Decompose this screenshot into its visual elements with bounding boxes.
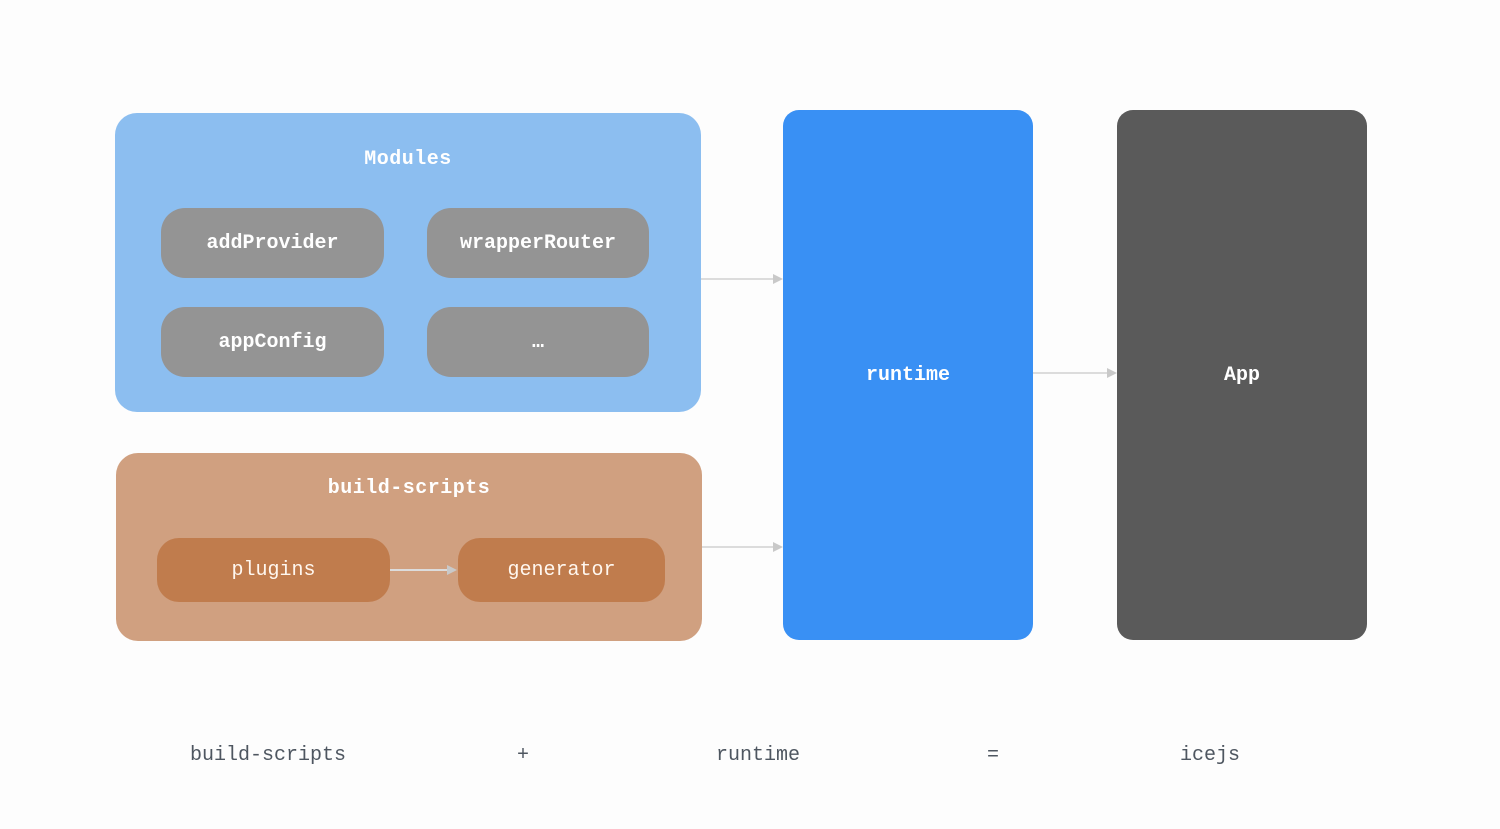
arrow-head-icon <box>447 565 457 575</box>
modules-group-box: Modules addProvider wrapperRouter appCon… <box>115 113 701 412</box>
arrow-head-icon <box>773 274 783 284</box>
equation-operator-equals: = <box>986 744 1000 767</box>
arrow-head-icon <box>773 542 783 552</box>
module-item-appconfig: appConfig <box>161 307 384 377</box>
module-item-wrapperrouter: wrapperRouter <box>427 208 649 278</box>
runtime-box: runtime <box>783 110 1033 640</box>
arrow-runtime-to-app-icon <box>1033 367 1117 379</box>
arrow-shaft <box>390 569 447 571</box>
arrow-shaft <box>1033 372 1107 374</box>
arrow-shaft <box>701 278 773 280</box>
equation-term-build-scripts: build-scripts <box>189 744 347 767</box>
build-scripts-group-box: build-scripts plugins generator <box>116 453 702 641</box>
runtime-box-label: runtime <box>865 363 950 387</box>
arrow-modules-to-runtime-icon <box>701 273 783 285</box>
equation-term-runtime: runtime <box>715 744 801 767</box>
generator-box: generator <box>458 538 665 602</box>
module-item-ellipsis: … <box>427 307 649 377</box>
arrow-plugins-to-generator-icon <box>390 564 457 576</box>
equation-operator-plus: + <box>516 744 530 767</box>
app-box-label: App <box>1223 363 1260 387</box>
arrow-head-icon <box>1107 368 1117 378</box>
module-item-addprovider: addProvider <box>161 208 384 278</box>
app-box: App <box>1117 110 1367 640</box>
plugins-box: plugins <box>157 538 390 602</box>
modules-grid: addProvider wrapperRouter appConfig … <box>161 208 649 377</box>
arrow-build-scripts-to-runtime-icon <box>702 541 783 553</box>
build-scripts-group-title: build-scripts <box>327 477 491 500</box>
modules-group-title: Modules <box>364 148 452 171</box>
arrow-shaft <box>702 546 773 548</box>
equation-term-icejs: icejs <box>1179 744 1241 767</box>
